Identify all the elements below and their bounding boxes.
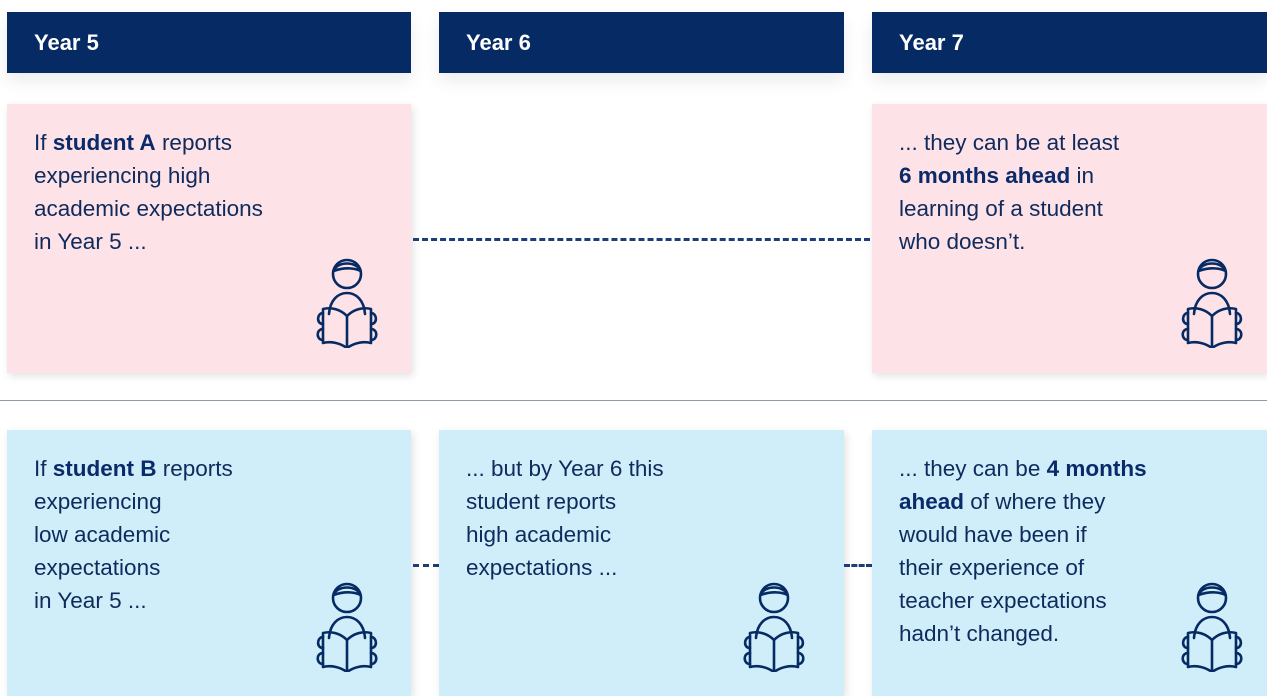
text-line: ahead of where they — [899, 485, 1241, 518]
body-text: their experience of — [899, 555, 1085, 580]
text-line: ... but by Year 6 this — [466, 452, 818, 485]
student-b-year-5-text: If student B reports experiencing low acad… — [34, 452, 385, 617]
text-line: their experience of — [899, 551, 1241, 584]
header-year-6-label: Year 6 — [466, 29, 531, 55]
connector-line-b1 — [413, 564, 439, 567]
student-reading-icon — [743, 582, 805, 672]
body-text: reports — [155, 130, 232, 155]
student-b-year-5-box: If student B reports experiencing low acad… — [7, 430, 411, 696]
text-line: would have been if — [899, 518, 1241, 551]
student-reading-icon — [316, 582, 378, 672]
body-text: ... they can be — [899, 456, 1047, 481]
text-line: learning of a student — [899, 192, 1241, 225]
header-year-5-label: Year 5 — [34, 29, 99, 55]
student-b-year-6-box: ... but by Year 6 this student reports hig… — [439, 430, 844, 696]
body-text: in — [1070, 163, 1095, 188]
student-reading-icon — [1181, 582, 1243, 672]
text-line: in Year 5 ... — [34, 225, 385, 258]
text-line: ... they can be at least — [899, 126, 1241, 159]
body-text: If — [34, 456, 53, 481]
body-text: teacher expectations — [899, 588, 1107, 613]
row-divider — [0, 400, 1267, 401]
body-text: reports — [156, 456, 233, 481]
student-b-year-6-text: ... but by Year 6 this student reports hig… — [466, 452, 818, 584]
text-line: expectations — [34, 551, 385, 584]
body-text: experiencing high — [34, 163, 211, 188]
text-line: experiencing high — [34, 159, 385, 192]
emphasis-text: student B — [52, 456, 157, 481]
text-line: hadn’t changed. — [899, 617, 1241, 650]
connector-line-a — [413, 238, 870, 241]
header-year-5: Year 5 — [7, 12, 411, 73]
text-line: If student B reports — [34, 452, 385, 485]
text-line: low academic — [34, 518, 385, 551]
text-line: expectations ... — [466, 551, 818, 584]
student-a-year-7-text: ... they can be at least 6 months ahead i… — [899, 126, 1241, 258]
body-text: If — [34, 130, 53, 155]
body-text: in Year 5 ... — [34, 229, 147, 254]
header-year-7: Year 7 — [872, 12, 1267, 73]
emphasis-text: ahead — [899, 489, 965, 514]
body-text: learning of a student — [899, 196, 1103, 221]
student-reading-icon — [1181, 258, 1243, 348]
body-text: academic expectations — [34, 196, 263, 221]
body-text: would have been if — [899, 522, 1087, 547]
text-line: teacher expectations — [899, 584, 1241, 617]
text-line: 6 months ahead in — [899, 159, 1241, 192]
text-line: student reports — [466, 485, 818, 518]
header-year-6: Year 6 — [439, 12, 844, 73]
body-text: ... but by Year 6 this — [466, 456, 664, 481]
text-line: academic expectations — [34, 192, 385, 225]
body-text: expectations ... — [466, 555, 618, 580]
emphasis-text: 4 months — [1046, 456, 1147, 481]
body-text: high academic — [466, 522, 612, 547]
body-text: student reports — [466, 489, 617, 514]
body-text: expectations — [34, 555, 161, 580]
text-line: in Year 5 ... — [34, 584, 385, 617]
body-text: ... they can be at least — [899, 130, 1120, 155]
student-a-year-5-box: If student A reports experiencing high aca… — [7, 104, 411, 373]
body-text: of where they — [964, 489, 1106, 514]
student-a-year-5-text: If student A reports experiencing high aca… — [34, 126, 385, 258]
student-reading-icon — [316, 258, 378, 348]
student-a-year-7-box: ... they can be at least 6 months ahead i… — [872, 104, 1267, 373]
connector-line-b2 — [844, 564, 872, 567]
body-text: experiencing — [34, 489, 162, 514]
body-text: hadn’t changed. — [899, 621, 1060, 646]
text-line: experiencing — [34, 485, 385, 518]
text-line: high academic — [466, 518, 818, 551]
emphasis-text: student A — [52, 130, 156, 155]
text-line: If student A reports — [34, 126, 385, 159]
body-text: in Year 5 ... — [34, 588, 147, 613]
header-year-7-label: Year 7 — [899, 29, 964, 55]
text-line: ... they can be 4 months — [899, 452, 1241, 485]
emphasis-text: 6 months ahead — [899, 163, 1071, 188]
body-text: who doesn’t. — [899, 229, 1026, 254]
body-text: low academic — [34, 522, 171, 547]
text-line: who doesn’t. — [899, 225, 1241, 258]
